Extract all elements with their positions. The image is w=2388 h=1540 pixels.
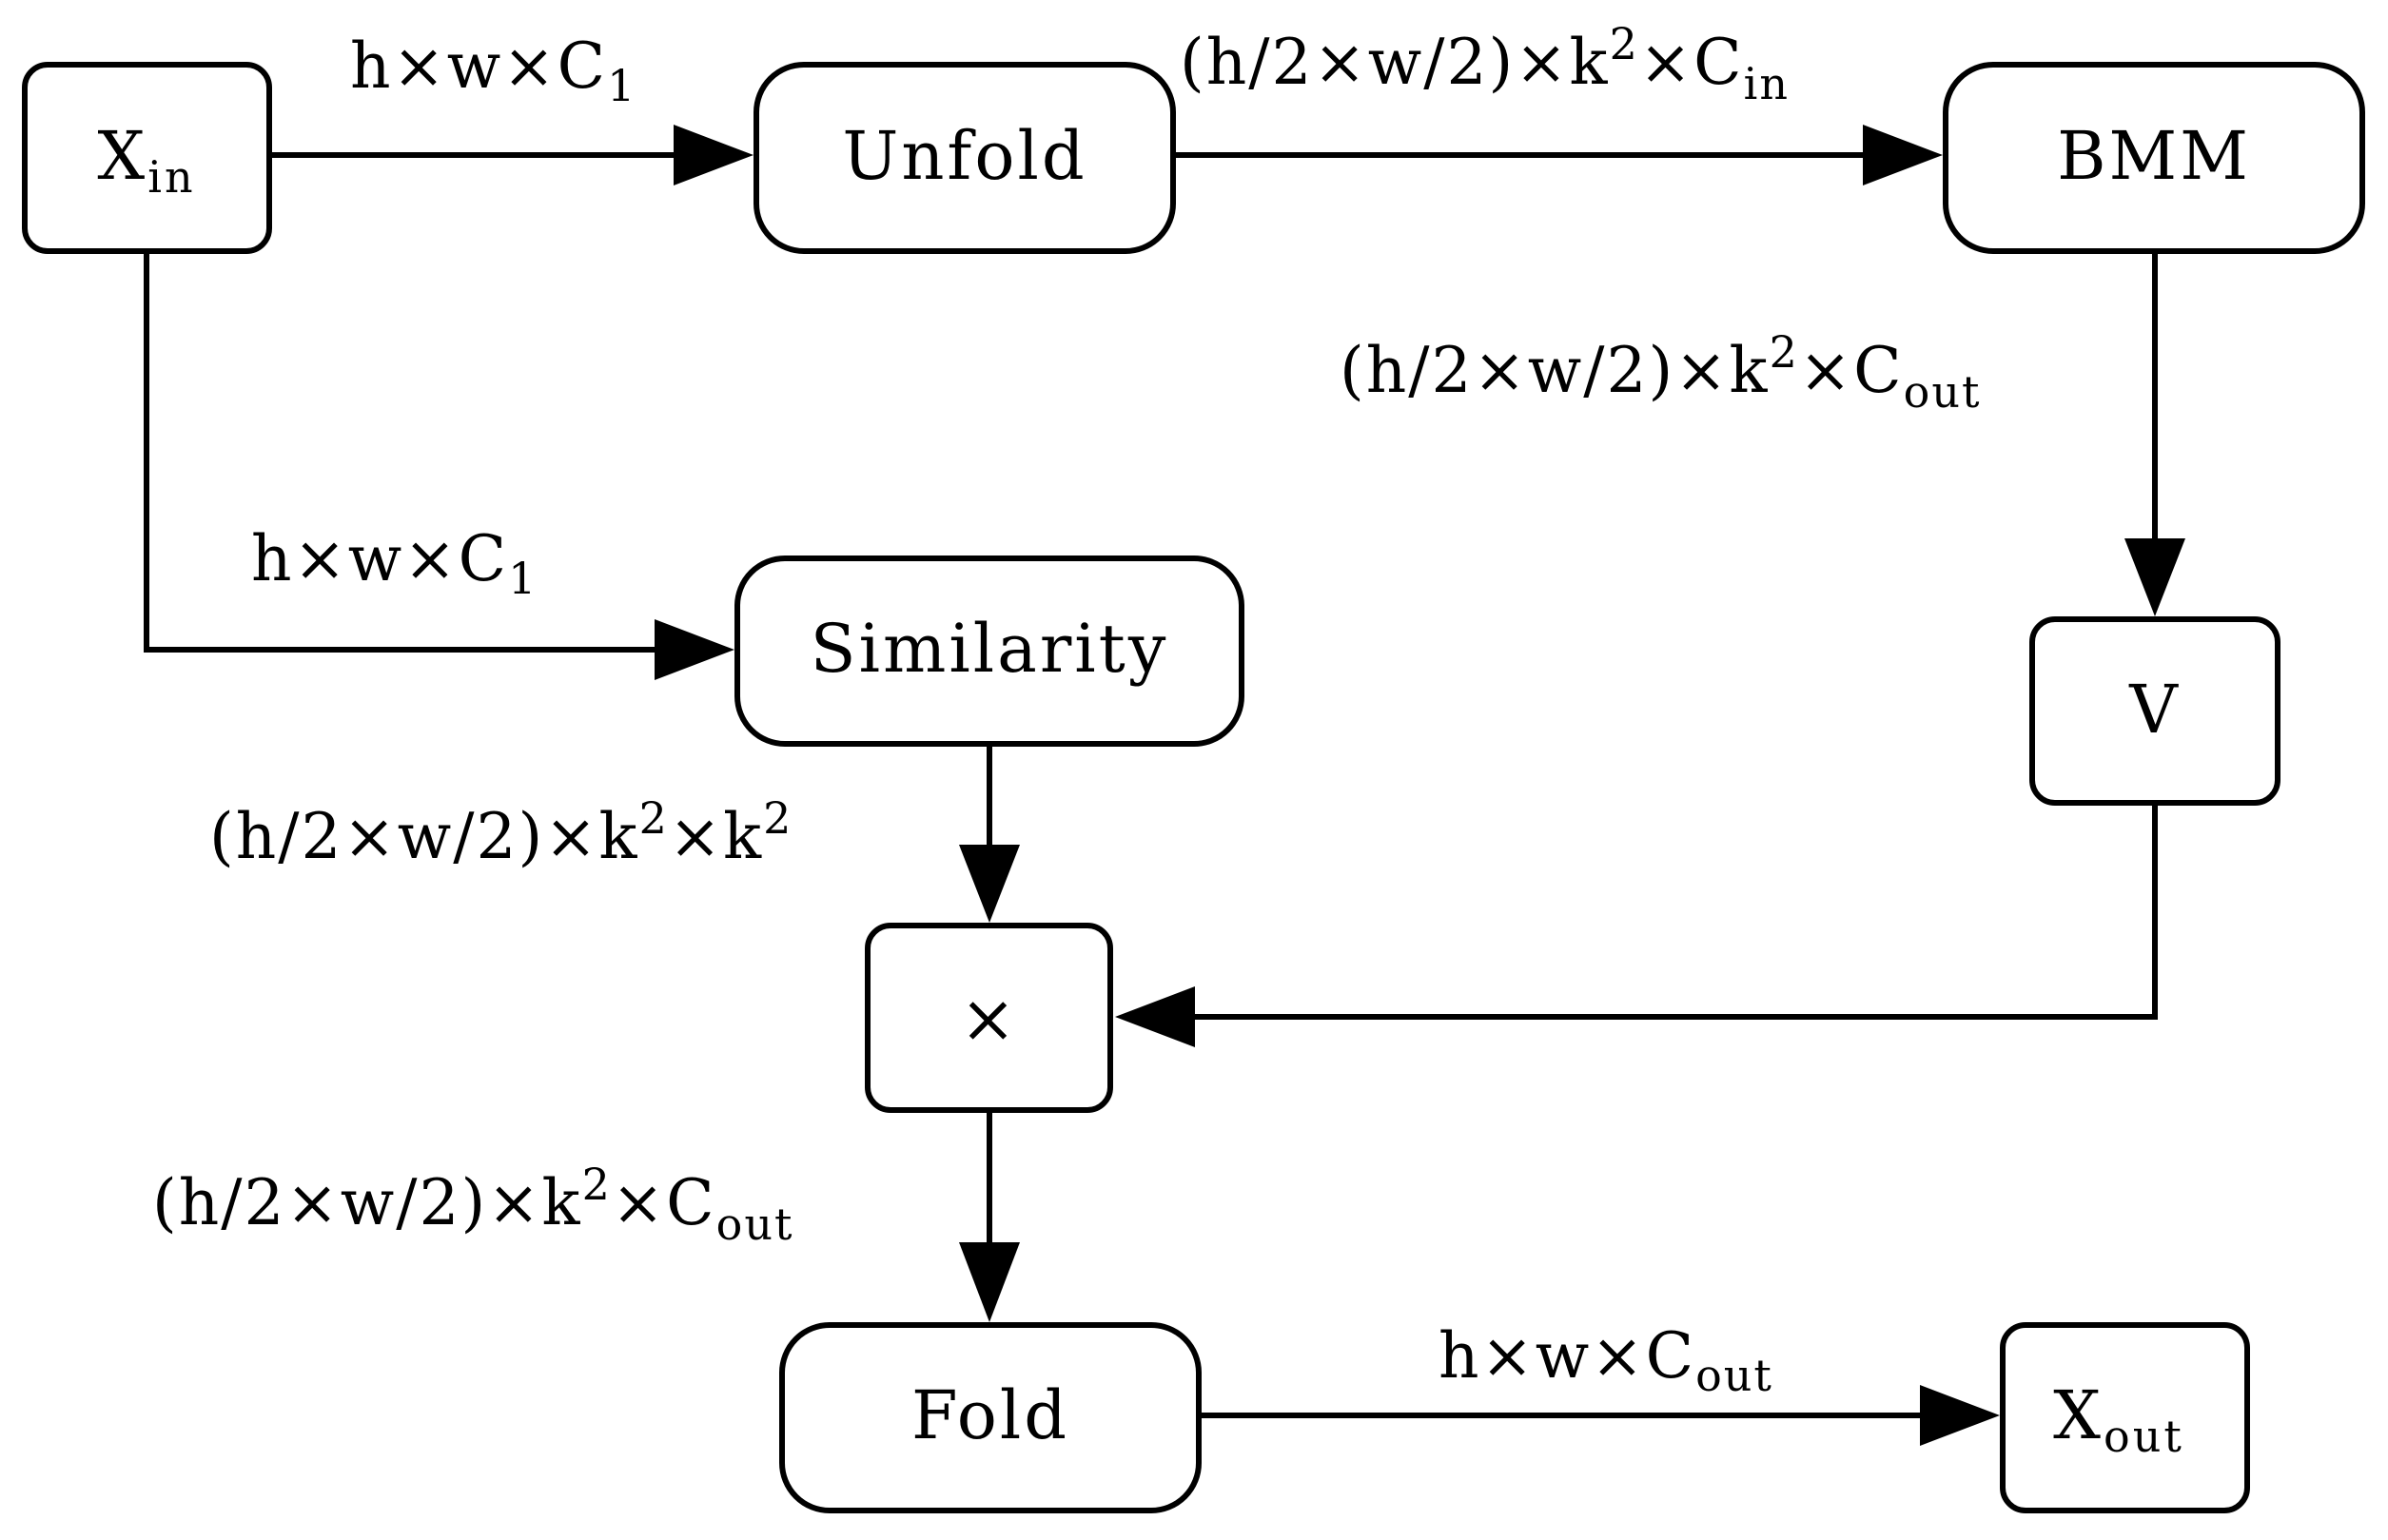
edge-line bbox=[1170, 803, 2158, 1020]
node-unfold[interactable]: Unfold bbox=[754, 62, 1176, 254]
multiply-symbol: × bbox=[960, 980, 1019, 1058]
node-label: Xout bbox=[2053, 1376, 2184, 1462]
arrowhead bbox=[655, 619, 734, 680]
node-box bbox=[754, 62, 1176, 254]
node-label: Xin bbox=[97, 117, 195, 203]
label-bmm-to-v: (h/2×w/2)×k2×Cout bbox=[1340, 326, 1981, 418]
node-multiply[interactable]: × bbox=[865, 923, 1113, 1113]
arrowhead bbox=[674, 125, 754, 185]
edge-xin-to-unfold bbox=[269, 125, 754, 185]
node-box bbox=[2029, 616, 2280, 806]
node-similarity[interactable]: Similarity bbox=[734, 556, 1244, 747]
edge-line bbox=[144, 251, 675, 653]
edge-multiply-to-fold bbox=[959, 1110, 1020, 1322]
node-label: BMM bbox=[2057, 117, 2251, 195]
arrowhead bbox=[1920, 1385, 2000, 1446]
node-label: Similarity bbox=[811, 610, 1169, 688]
node-label: Fold bbox=[911, 1376, 1069, 1454]
label-unfold-to-bmm: (h/2×w/2)×k2×Cin bbox=[1180, 18, 1790, 109]
node-box bbox=[22, 62, 272, 254]
node-box bbox=[734, 556, 1244, 747]
arrowhead bbox=[2124, 538, 2185, 616]
edge-similarity-to-multiply bbox=[959, 744, 1020, 923]
node-box bbox=[779, 1322, 1202, 1513]
node-bmm[interactable]: BMM bbox=[1943, 62, 2365, 254]
node-v[interactable]: V bbox=[2029, 616, 2280, 806]
node-label: V bbox=[2128, 671, 2181, 749]
label-xin-to-similarity: h×w×C1 bbox=[251, 522, 538, 604]
edge-unfold-to-bmm bbox=[1173, 125, 1943, 185]
node-box bbox=[2000, 1322, 2250, 1513]
label-fold-to-xout: h×w×Cout bbox=[1439, 1319, 1773, 1401]
edge-xin-to-similarity bbox=[144, 251, 734, 680]
edge-v-to-multiply bbox=[1115, 803, 2158, 1047]
label-multiply-to-fold: (h/2×w/2)×k2×Cout bbox=[152, 1159, 793, 1250]
arrowhead bbox=[959, 845, 1020, 923]
arrowhead bbox=[959, 1242, 1020, 1322]
node-box bbox=[865, 923, 1113, 1113]
edge-bmm-to-v bbox=[2124, 251, 2185, 616]
node-label: Unfold bbox=[842, 117, 1086, 195]
label-similarity-to-multiply: (h/2×w/2)×k2×k2 bbox=[209, 792, 793, 873]
label-xin-to-unfold: h×w×C1 bbox=[350, 29, 636, 111]
node-x-out[interactable]: Xout bbox=[2000, 1322, 2250, 1513]
node-fold[interactable]: Fold bbox=[779, 1322, 1202, 1513]
edge-fold-to-xout bbox=[1199, 1385, 2000, 1446]
node-x-in[interactable]: Xin bbox=[22, 62, 272, 254]
arrowhead bbox=[1115, 986, 1195, 1047]
arrowhead bbox=[1863, 125, 1943, 185]
node-box bbox=[1943, 62, 2365, 254]
